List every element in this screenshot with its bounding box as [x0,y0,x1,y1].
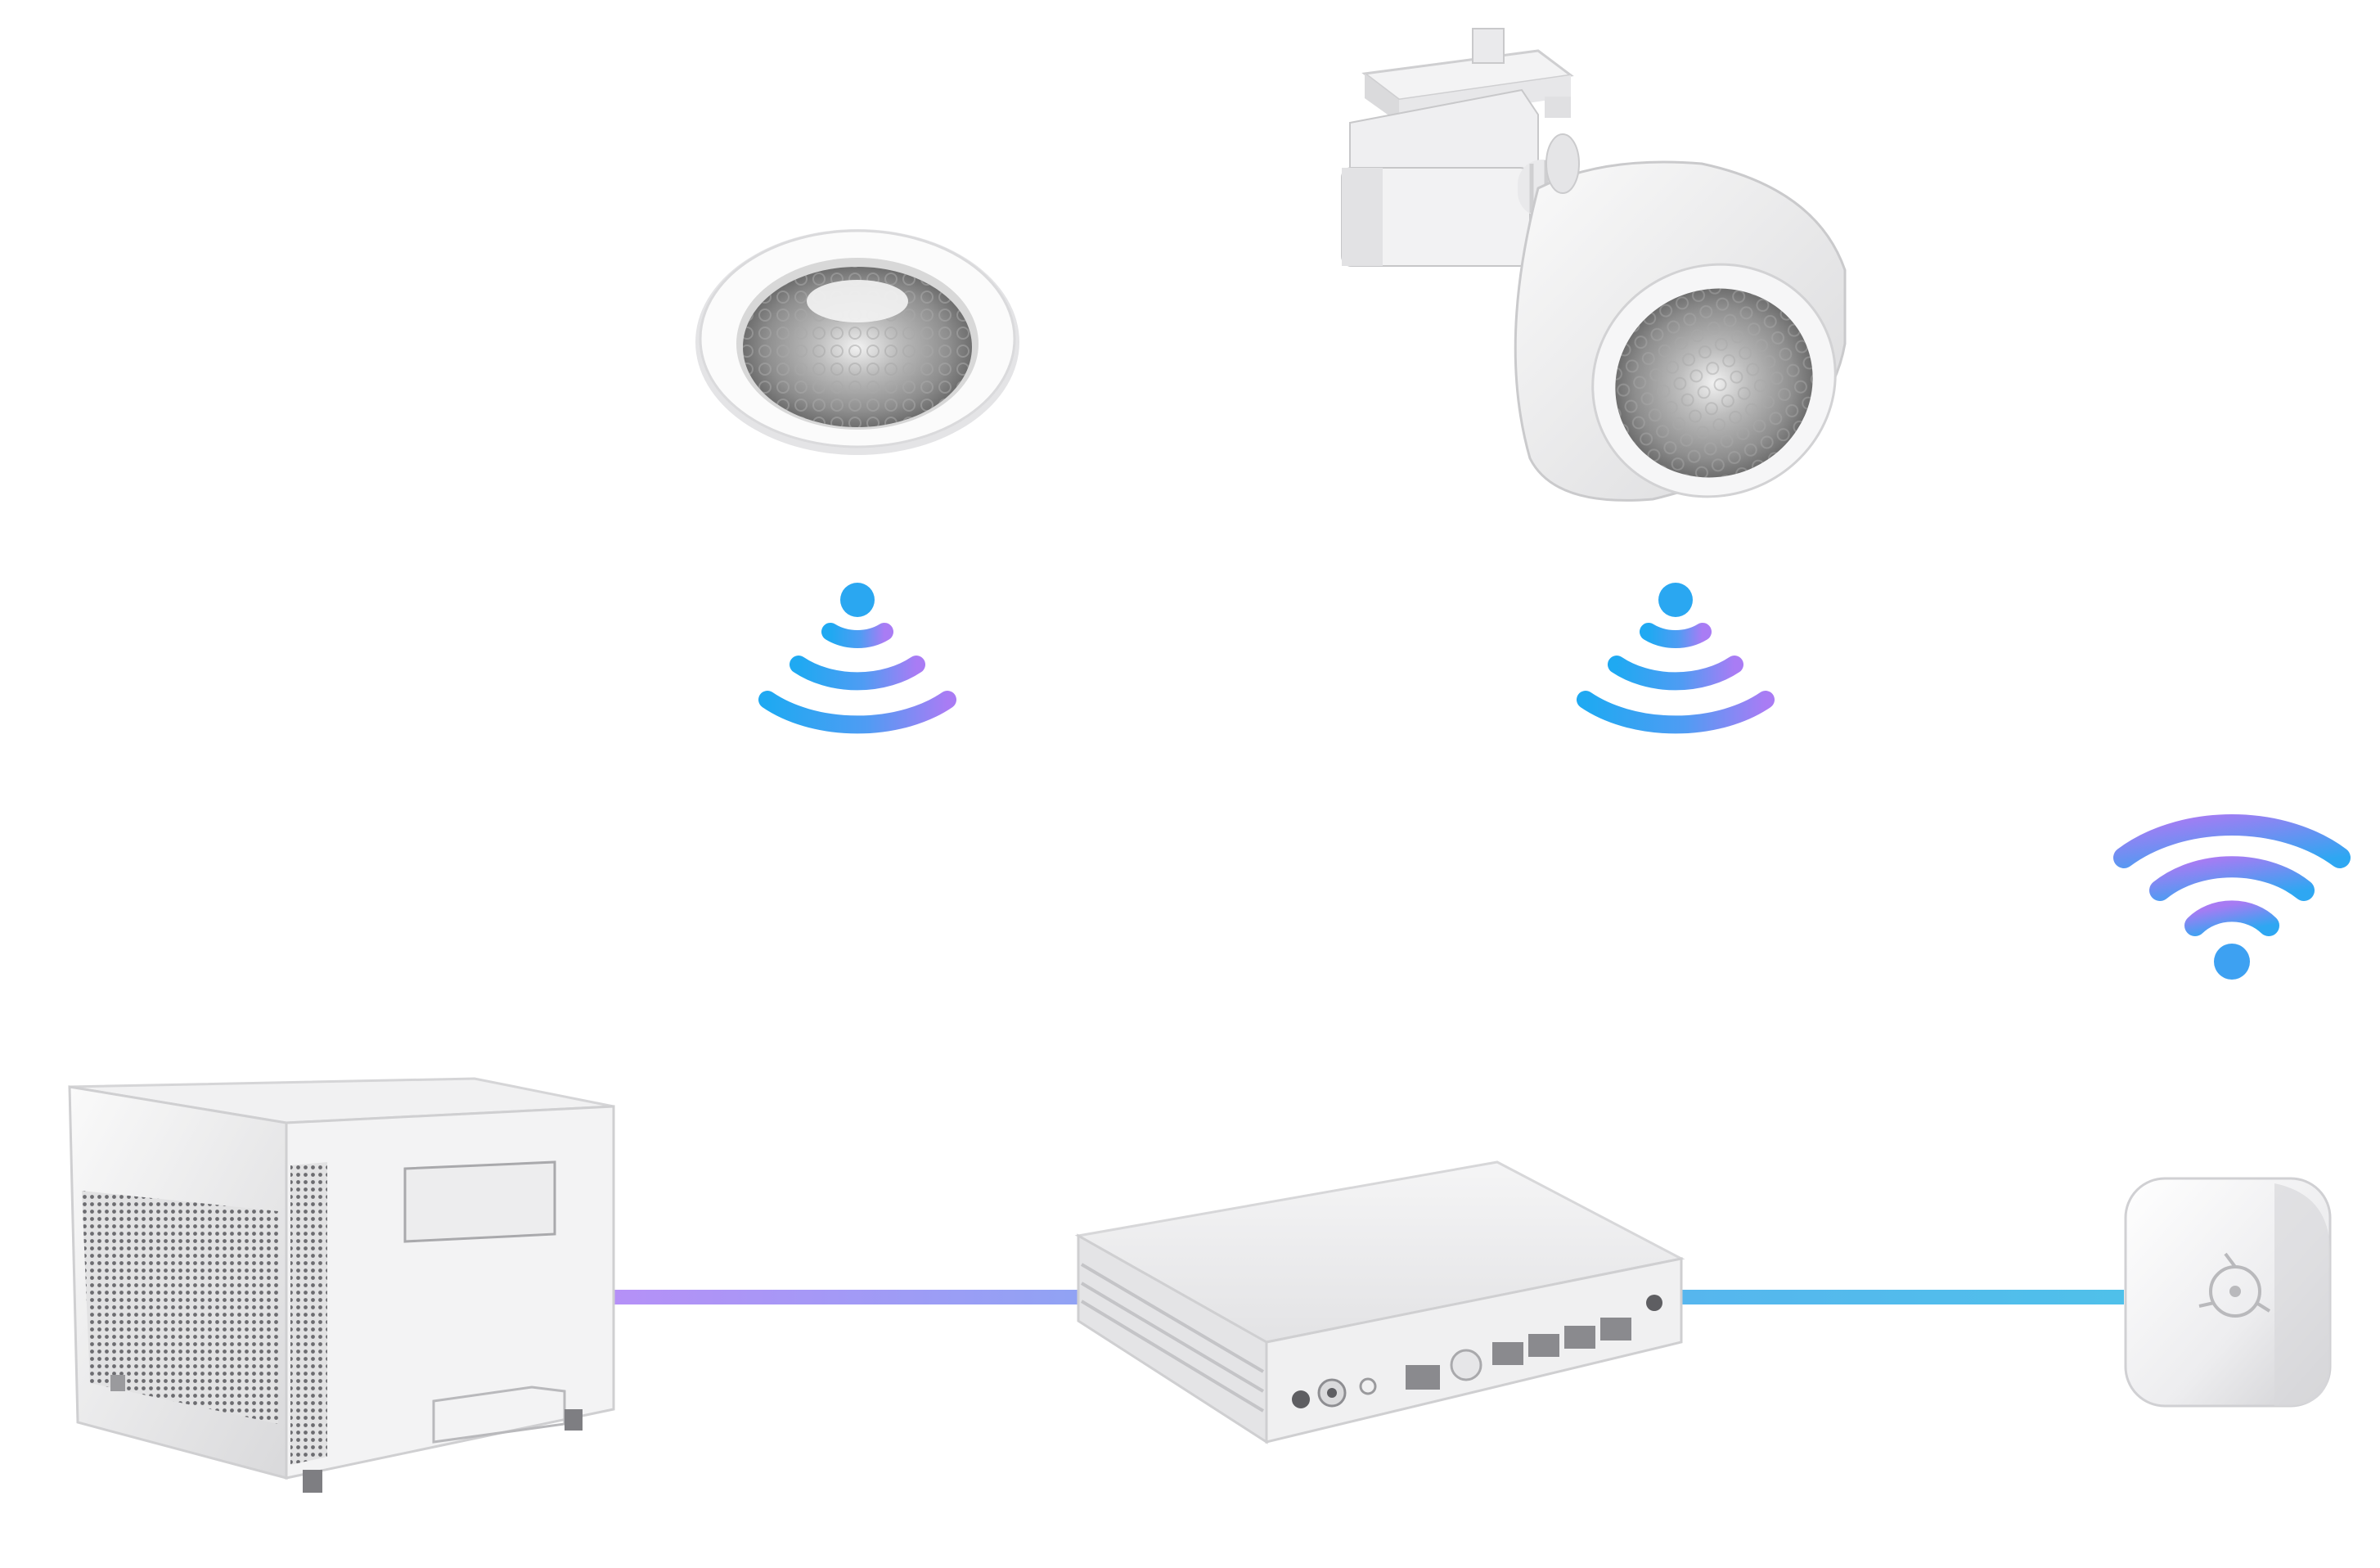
access-point-icon [2124,1177,2332,1408]
router-icon [1074,1160,1685,1444]
server-icon [68,1077,615,1493]
broadcast-signal-icon [758,583,956,734]
wifi-icon [2113,814,2351,980]
spotlight-icon [1341,28,1847,502]
downlight-icon [695,229,1019,455]
wired-link-server-router [604,1290,1095,1304]
broadcast-signal-icon [1577,583,1775,734]
wired-link-router-access-point [1677,1290,2124,1304]
